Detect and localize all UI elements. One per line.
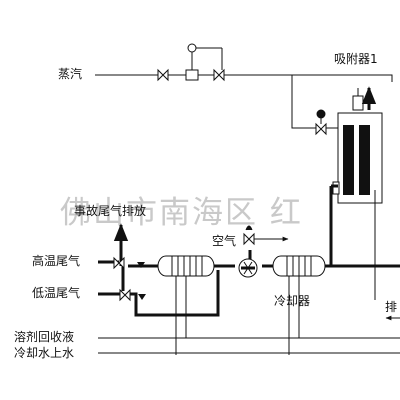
label-emergency-vent: 事故尾气排放 xyxy=(74,204,147,218)
cooler-drop-lines xyxy=(175,190,376,355)
adsorber-steam-valve[interactable] xyxy=(315,109,327,136)
check-valve-marker-1 xyxy=(137,262,146,300)
label-low-temp-gas: 低温尾气 xyxy=(32,286,81,300)
cooler-1 xyxy=(157,255,215,277)
label-adsorber: 吸附器1 xyxy=(334,52,378,66)
steam-valve-1[interactable] xyxy=(157,68,169,82)
label-discharge: 排 xyxy=(385,300,398,314)
label-cooler: 冷却器 xyxy=(274,294,311,308)
air-blower[interactable] xyxy=(238,258,258,278)
high-temp-gas-valve[interactable] xyxy=(113,256,125,270)
air-valve[interactable] xyxy=(243,225,255,246)
adsorber-vessel xyxy=(332,88,383,204)
steam-valve-2[interactable] xyxy=(213,68,225,82)
cooler-2 xyxy=(272,255,326,277)
label-air: 空气 xyxy=(212,234,237,248)
low-temp-gas-valve[interactable] xyxy=(119,288,131,302)
label-cooling-water: 冷却水上水 xyxy=(14,346,75,360)
label-steam: 蒸汽 xyxy=(58,67,83,81)
steam-regulator[interactable] xyxy=(185,43,223,81)
label-high-temp-gas: 高温尾气 xyxy=(32,254,81,268)
label-solvent-recovery: 溶剂回收液 xyxy=(14,330,75,344)
